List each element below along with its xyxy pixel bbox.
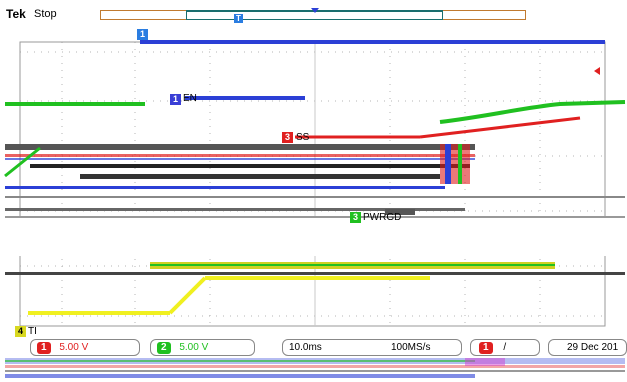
waveform-display[interactable]: 1 1 EN 3 SS 3 PWRGD 4 TI [0,26,627,337]
ch2-ss-label: SS [296,132,310,143]
ch1-en-marker[interactable]: 1 [170,94,181,105]
acquisition-status: Stop [34,8,57,20]
date-readout: 29 Dec 201 [548,339,627,356]
ch2-scale: 5.00 V [179,342,209,353]
graticule-frame [19,41,606,327]
ch1-level-icon [594,67,600,75]
ch3-pwrgd-marker[interactable]: 3 [350,212,361,223]
ch4-ti-marker[interactable]: 4 [15,326,26,337]
ch2-readout[interactable]: 2 5.00 V [150,339,255,356]
ch3-pwrgd-label: PWRGD [363,212,402,223]
ch3-trace-ramp [439,100,626,124]
trigger-source-badge: 1 [479,342,493,354]
top-status-bar: Tek Stop T [0,0,627,24]
sample-rate-value: 100MS/s [391,342,431,353]
trigger-position-icon [311,8,319,13]
band-gap [5,216,625,256]
ch1-readout[interactable]: 1 5.00 V [30,339,140,356]
ch4-trace-ramp [168,276,207,315]
trigger-readout[interactable]: 1 / [470,339,540,356]
ch1-scale: 5.00 V [59,342,89,353]
ch1-readout-badge: 1 [37,342,51,354]
readout-artifacts [5,358,625,378]
graticule [20,42,605,326]
waveform-canvas [4,40,626,327]
noise-band [4,144,625,211]
date-value: 29 Dec 201 [567,342,619,353]
ch2-ss-marker[interactable]: 3 [282,132,293,143]
ch1-en-label: EN [183,93,197,104]
trigger-marker-icon: T [234,14,243,23]
trigger-slope-icon: / [503,342,507,353]
ch1-reference-marker[interactable]: 1 [137,29,148,40]
brand-logo: Tek [6,7,26,21]
ch4-ti-label: TI [28,326,37,337]
readout-bar: 1 5.00 V 2 5.00 V 10.0ms 100MS/s 1 / 29 … [0,336,627,382]
horizontal-readout[interactable]: 10.0ms 100MS/s [282,339,462,356]
timebase-value: 10.0ms [289,342,322,353]
ch2-readout-badge: 2 [157,342,171,354]
ch2-trace-ramp [419,116,581,139]
